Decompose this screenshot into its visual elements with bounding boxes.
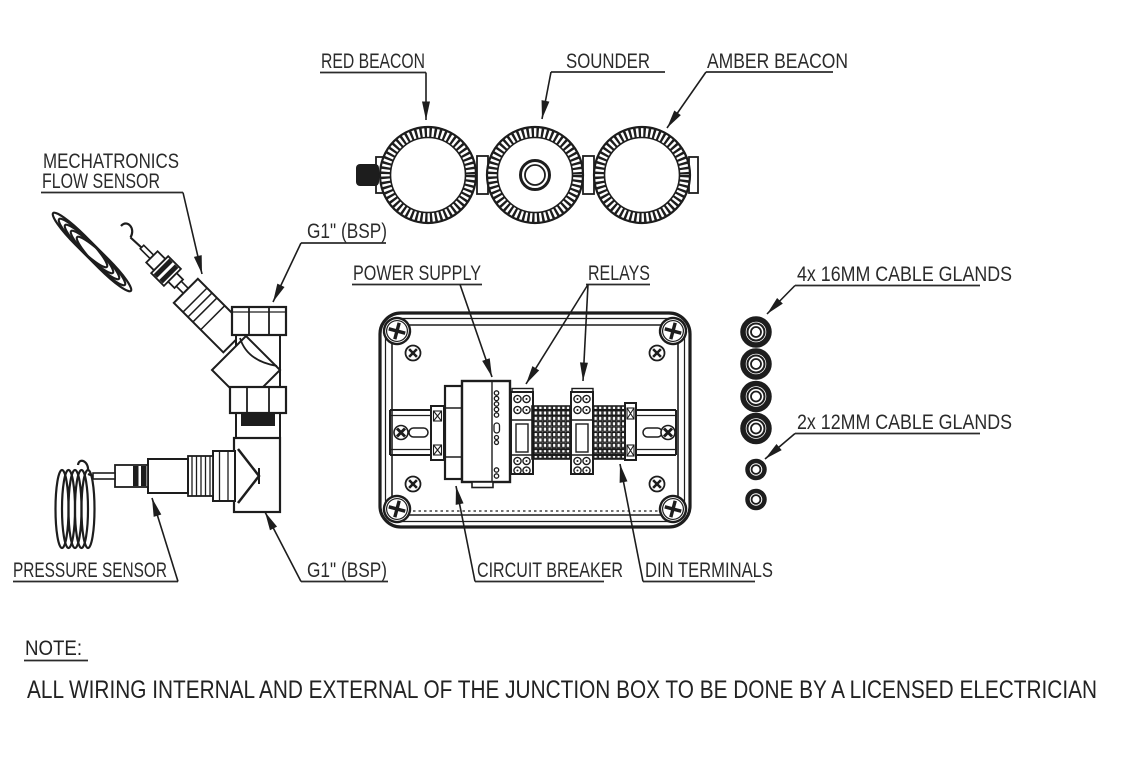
pipe-seal-band bbox=[241, 413, 275, 426]
relays-leader-1 bbox=[525, 284, 589, 385]
relays-label: RELAYS bbox=[588, 262, 650, 285]
pressure-sensor-cable-coil bbox=[54, 459, 96, 550]
cable-gland-12mm bbox=[745, 488, 767, 511]
rail-end-stop-left bbox=[430, 405, 445, 461]
screw-icon bbox=[658, 494, 688, 524]
red-beacon bbox=[378, 125, 478, 225]
cable-glands-16mm-leader bbox=[766, 284, 796, 315]
g1-bsp-flow-label: G1" (BSP) bbox=[307, 220, 387, 243]
flow-sensor-assembly bbox=[51, 211, 288, 439]
g1-bsp-tee-leader bbox=[264, 511, 302, 582]
cable-gland-16mm bbox=[740, 348, 772, 380]
connector-pin bbox=[92, 472, 116, 480]
cable-glands-16mm-label: 4x 16MM CABLE GLANDS bbox=[797, 263, 1012, 286]
pressure-sensor-connector bbox=[114, 464, 149, 488]
threaded-section bbox=[187, 455, 214, 497]
flow-sensor-cable-coil bbox=[51, 211, 143, 293]
sounder-leader bbox=[541, 71, 552, 120]
relay-block-2 bbox=[570, 387, 594, 475]
din-terminals-leader bbox=[619, 463, 644, 582]
mechatronics-label-line1: MECHATRONICS bbox=[43, 150, 179, 173]
beacon-callouts: RED BEACON SOUNDER AMBER BEACON bbox=[320, 50, 848, 129]
tee-body bbox=[232, 436, 282, 514]
rail-end-stop-right bbox=[624, 402, 637, 461]
mechatronics-label-line2: FLOW SENSOR bbox=[42, 170, 160, 193]
lid-screws bbox=[382, 316, 688, 524]
fitting-fillet-arc bbox=[239, 337, 278, 367]
sounder-port-inner bbox=[524, 164, 546, 186]
pressure-sensor-label: PRESSURE SENSOR bbox=[13, 559, 167, 582]
g1-hex-nut-top bbox=[230, 305, 288, 337]
rail-slot bbox=[408, 427, 429, 438]
screw-icon bbox=[404, 344, 422, 362]
flow-sensor-body bbox=[139, 244, 249, 354]
g1-bsp-tee-label: G1" (BSP) bbox=[307, 559, 387, 582]
power-supply-leader bbox=[459, 284, 493, 378]
base-screws bbox=[404, 344, 666, 493]
relays-leader-2 bbox=[579, 284, 589, 382]
power-supply-block bbox=[460, 379, 512, 489]
junction-box bbox=[378, 311, 692, 529]
amber-beacon bbox=[592, 125, 692, 225]
screw-icon bbox=[648, 475, 666, 493]
screw-icon bbox=[404, 475, 422, 493]
junction-box-rim bbox=[384, 317, 686, 523]
cable-glands: 4x 16MM CABLE GLANDS 2x 12MM CABLE GLAND… bbox=[740, 263, 1012, 511]
cable-gland-16mm bbox=[740, 316, 772, 348]
red-beacon-label: RED BEACON bbox=[321, 50, 425, 73]
cable-entry-connector bbox=[356, 164, 379, 186]
din-terminal-block-1 bbox=[531, 405, 572, 460]
beacon-sounder-assembly bbox=[356, 125, 699, 225]
amber-beacon-leader bbox=[666, 71, 707, 129]
circuit-breaker-leader bbox=[455, 485, 476, 582]
psu-mount-tab bbox=[471, 481, 494, 489]
note-section: NOTE: ALL WIRING INTERNAL AND EXTERNAL O… bbox=[24, 637, 1097, 704]
cable-gland-12mm bbox=[745, 458, 767, 481]
mount-tab bbox=[582, 155, 595, 195]
junction-box-callouts: POWER SUPPLY RELAYS CIRCUIT BREAKER DIN … bbox=[352, 262, 773, 583]
sounder bbox=[485, 125, 585, 225]
g1-hex-nut-lower bbox=[228, 385, 288, 415]
power-supply-label: POWER SUPPLY bbox=[353, 262, 481, 285]
pressure-sensor-body bbox=[147, 458, 189, 494]
screw-icon bbox=[648, 344, 666, 362]
pressure-sensor-leader bbox=[151, 497, 179, 582]
cable-gland-16mm bbox=[740, 412, 772, 445]
lower-left-callouts: PRESSURE SENSOR G1" (BSP) bbox=[13, 497, 388, 583]
cable-glands-12mm-leader bbox=[764, 432, 796, 460]
cable-gland-16mm bbox=[740, 380, 772, 413]
din-terminal-block-2 bbox=[592, 405, 626, 460]
mechatronics-leader bbox=[182, 192, 203, 275]
din-terminals-label: DIN TERMINALS bbox=[645, 559, 773, 582]
rail-slot bbox=[642, 427, 663, 438]
note-body: ALL WIRING INTERNAL AND EXTERNAL OF THE … bbox=[27, 676, 1097, 704]
rail-screw-icon bbox=[393, 424, 409, 441]
g1-bsp-flow-leader bbox=[272, 242, 302, 303]
screw-icon bbox=[382, 494, 412, 524]
note-heading: NOTE: bbox=[25, 637, 82, 660]
relay-block-1 bbox=[510, 387, 534, 475]
circuit-breaker-block bbox=[443, 384, 464, 481]
sounder-label: SOUNDER bbox=[566, 50, 650, 73]
circuit-breaker-label: CIRCUIT BREAKER bbox=[477, 559, 623, 582]
cable-glands-12mm-label: 2x 12MM CABLE GLANDS bbox=[797, 411, 1012, 434]
flow-sensor-callout: MECHATRONICS FLOW SENSOR G1" (BSP) bbox=[41, 150, 387, 303]
screw-icon bbox=[658, 316, 688, 346]
junction-box-lid bbox=[391, 324, 679, 516]
rail-screw-icon bbox=[660, 424, 676, 441]
union-nut bbox=[212, 450, 236, 502]
screw-icon bbox=[382, 316, 412, 346]
sounder-port-outer bbox=[519, 159, 551, 191]
pressure-sensor-assembly bbox=[54, 436, 282, 550]
amber-beacon-label: AMBER BEACON bbox=[707, 50, 848, 73]
